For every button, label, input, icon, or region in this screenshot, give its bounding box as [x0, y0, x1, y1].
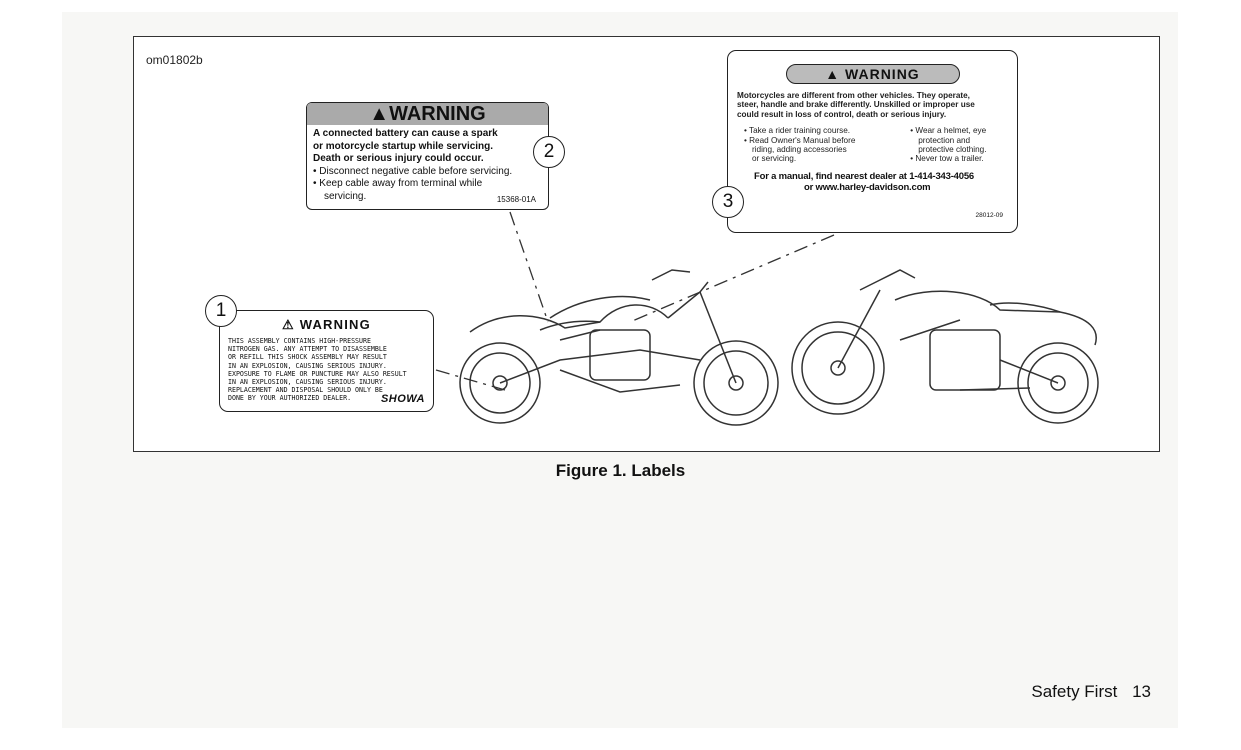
label-part-number: 28012-09	[975, 212, 1003, 219]
bullets-left: • Take a rider training course. • Read O…	[744, 126, 910, 164]
motorcycle-right-icon	[791, 269, 1099, 424]
text-line: protection and	[918, 135, 971, 145]
text-line: A connected battery can cause a spark	[313, 128, 498, 139]
text-line: • Never tow a trailer.	[910, 154, 984, 164]
manual-contact: For a manual, find nearest dealer at 1-4…	[728, 164, 1017, 193]
figure-caption: Figure 1. Labels	[555, 461, 686, 480]
text-line: OR REFILL THIS SHOCK ASSEMBLY MAY RESULT	[228, 353, 387, 362]
text-line: protective clothing.	[918, 145, 987, 155]
label-shock-warning: ⚠ WARNING THIS ASSEMBLY CONTAINS HIGH-PR…	[219, 310, 434, 412]
warning-triangle-icon: ⚠	[282, 317, 295, 332]
text-line: DONE BY YOUR AUTHORIZED DEALER.	[228, 394, 352, 403]
motorcycle-left-icon	[459, 269, 779, 426]
text-line: • Read Owner's Manual before	[744, 135, 856, 145]
shock-warning-text: THIS ASSEMBLY CONTAINS HIGH-PRESSURE NIT…	[220, 333, 433, 403]
text-line: Motorcycles are different from other veh…	[737, 91, 970, 100]
text-line: IN AN EXPLOSION, CAUSING SERIOUS INJURY.	[228, 378, 387, 387]
text-line: steer, handle and brake differently. Uns…	[737, 100, 975, 110]
label-rider-warning: ▲ WARNING Motorcycles are different from…	[727, 50, 1018, 233]
text-line: • Disconnect negative cable before servi…	[313, 165, 513, 177]
figure-id: om01802b	[146, 53, 203, 67]
text-line: • Take a rider training course.	[744, 126, 851, 136]
callout-2: 2	[533, 136, 565, 168]
page-number: 13	[1132, 682, 1151, 701]
text-line: could result in loss of control, death o…	[737, 109, 947, 119]
callout-1: 1	[205, 295, 237, 327]
warning-heading: ⚠ WARNING	[282, 317, 371, 332]
text-line: IN AN EXPLOSION, CAUSING SERIOUS INJURY.	[228, 361, 387, 370]
text-line: • Keep cable away from terminal while	[313, 178, 483, 189]
text-line: REPLACEMENT AND DISPOSAL SHOULD ONLY BE	[228, 386, 383, 395]
text-line: servicing.	[324, 190, 367, 202]
label-part-number: 15368-01A	[496, 195, 536, 204]
footer-section-title: Safety First 13	[1031, 682, 1151, 701]
leader-line-2	[509, 211, 549, 323]
text-line: or motorcycle startup while servicing.	[313, 140, 494, 152]
leader-line-3	[629, 234, 835, 323]
rider-warning-bullets: • Take a rider training course. • Read O…	[728, 119, 1017, 164]
battery-warning-text: A connected battery can cause a spark or…	[307, 125, 548, 206]
text-line: • Wear a helmet, eye	[910, 126, 987, 136]
label-battery-warning: ▲WARNING A connected battery can cause a…	[306, 102, 549, 210]
text-line: THIS ASSEMBLY CONTAINS HIGH-PRESSURE	[228, 337, 371, 345]
text-line: For a manual, find nearest dealer at 1-4…	[754, 170, 975, 182]
showa-logo: SHOWA	[380, 393, 425, 405]
warning-triangle-icon: ▲	[825, 66, 841, 82]
rider-warning-intro: Motorcycles are different from other veh…	[728, 84, 1017, 119]
text-line: or www.harley-davidson.com	[804, 181, 931, 193]
text-line: EXPOSURE TO FLAME OR PUNCTURE MAY ALSO R…	[228, 369, 407, 378]
warning-heading: ▲WARNING	[307, 103, 548, 125]
text-line: riding, adding accessories	[752, 145, 847, 155]
bullets-right: • Wear a helmet, eye protection and prot…	[910, 126, 1008, 164]
text-line: Death or serious injury could occur.	[313, 153, 484, 164]
text-line: or servicing.	[752, 154, 797, 164]
text-line: NITROGEN GAS. ANY ATTEMPT TO DISASSEMBLE	[228, 345, 387, 354]
warning-heading: ▲ WARNING	[785, 64, 960, 84]
warning-triangle-icon: ▲	[369, 103, 390, 125]
callout-3: 3	[712, 186, 744, 218]
